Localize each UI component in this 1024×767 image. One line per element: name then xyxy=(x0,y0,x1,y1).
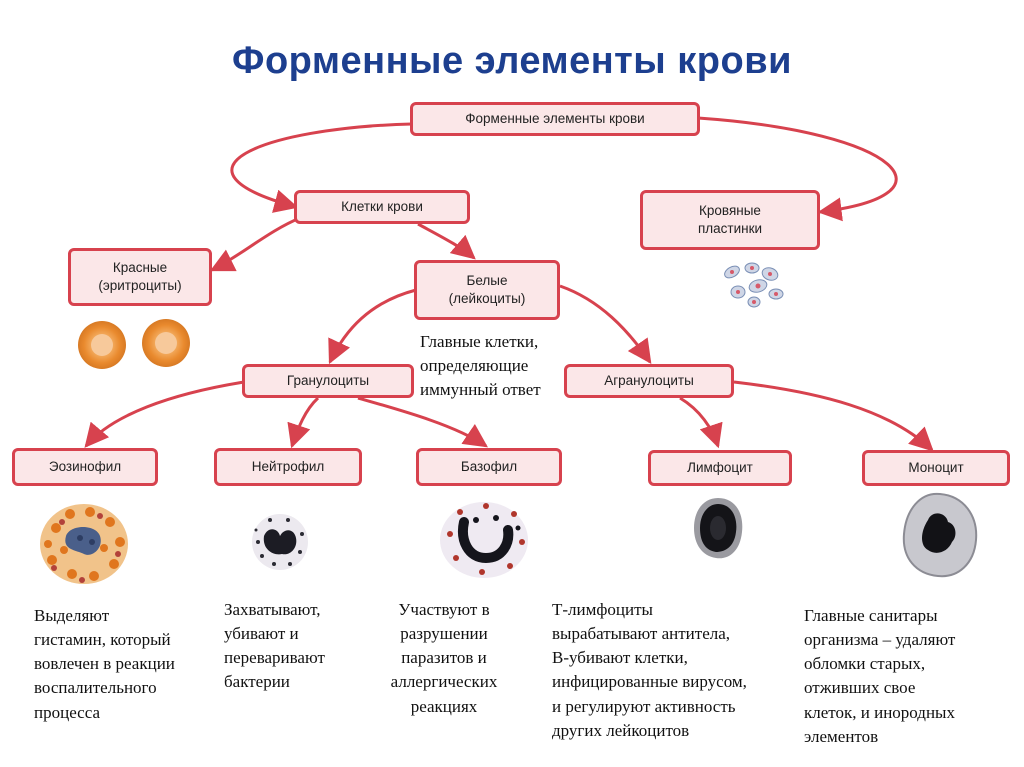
note-monocyte: Главные санитары организма – удаляют обл… xyxy=(804,606,956,746)
eosinophil-illustration xyxy=(40,504,128,584)
arrow-agranulocytes-to-lymphocyte xyxy=(679,396,723,449)
note-basophil: Участвуют в разрушении паразитов и аллер… xyxy=(390,600,498,716)
node-formed-elements: Форменные элементы крови xyxy=(410,102,700,136)
note-white-cells-role: Главные клетки, определяющие иммунный от… xyxy=(420,332,541,400)
node-eosinophil: Эозинофил xyxy=(12,448,158,486)
arrow-agranulocytes-to-monocyte xyxy=(733,380,934,452)
node-neutrophil: Нейтрофил xyxy=(214,448,362,486)
node-monocyte: Моноцит xyxy=(862,450,1010,486)
arrow-granulocytes-to-neutrophil xyxy=(287,396,320,449)
node-blood-cells: Клетки крови xyxy=(294,190,470,224)
arrow-root-to-platelets xyxy=(697,116,898,222)
node-lymphocyte: Лимфоцит xyxy=(648,450,792,486)
monocyte-illustration xyxy=(902,492,978,578)
arrow-blood-cells-to-red xyxy=(209,216,301,272)
erythrocyte-illustration xyxy=(78,319,190,369)
note-eosinophil: Выделяют гистамин, который вовлечен в ре… xyxy=(34,606,175,722)
basophil-illustration xyxy=(440,502,528,578)
arrow-white-to-agranulocytes xyxy=(559,284,652,364)
node-white-cells: Белые (лейкоциты) xyxy=(414,260,560,320)
lymphocyte-illustration xyxy=(694,498,743,559)
arrow-granulocytes-to-basophil xyxy=(357,396,488,448)
arrow-granulocytes-to-eosinophil xyxy=(84,380,245,448)
arrow-white-to-granulocytes xyxy=(328,288,417,365)
node-granulocytes: Гранулоциты xyxy=(242,364,414,398)
arrow-blood-cells-to-white xyxy=(417,222,476,260)
arrow-root-to-blood-cells xyxy=(230,122,413,213)
page-title: Форменные элементы крови xyxy=(232,40,792,82)
node-basophil: Базофил xyxy=(416,448,562,486)
node-platelets: Кровяные пластинки xyxy=(640,190,820,250)
node-agranulocytes: Агранулоциты xyxy=(564,364,734,398)
node-red-cells: Красные (эритроциты) xyxy=(68,248,212,306)
note-neutrophil: Захватывают, убивают и переваривают бакт… xyxy=(224,600,325,692)
platelets-illustration xyxy=(724,262,784,308)
neutrophil-illustration xyxy=(252,514,308,570)
note-lymphocyte: Т-лимфоциты вырабатывают антитела, В-уби… xyxy=(552,600,747,740)
